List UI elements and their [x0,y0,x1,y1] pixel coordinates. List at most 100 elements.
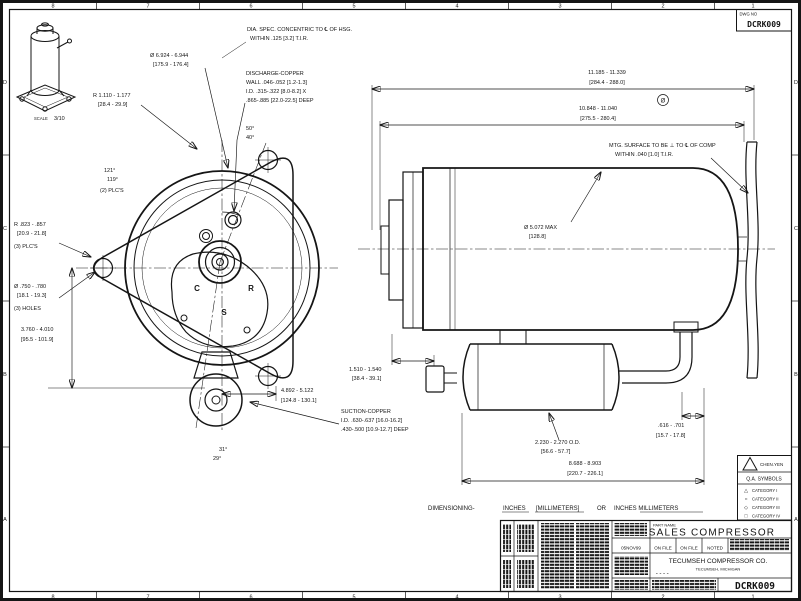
note-radius: R 1.110 - 1.177 [93,93,131,99]
note-suction: SUCTION-COPPER [341,409,391,415]
note-diameter: Ø 6.924 - 6.944 [150,53,188,59]
zone-ticks [3,3,798,598]
approver-name: CHEN.YEN [760,462,783,467]
zone-col-label: 4 [455,4,458,10]
iso-scale-value: 3/10 [54,116,65,122]
note-discharge: I.D. .315-.322 [8.0-8.2] X [246,89,307,95]
zone-row-label: C [3,226,7,232]
dash-field: ---- [655,571,669,578]
front-view: C S R DIA. SPEC. CONCENTRIC TO ℄ OF HS [14,27,409,462]
crankshaft-hub [198,240,242,284]
note-mtg-surface: MTG. SURFACE TO BE ⊥ TO ℄ OF COMP [609,142,716,149]
note-suction-loc: 1.510 - 1.540 [349,367,381,373]
zone-col-label: 1 [751,595,754,601]
note-dia-max: Ø 5.072 MAX [524,225,557,231]
note-tube: [15.7 - 17.8] [656,433,686,439]
qa-triangle-icon [742,456,758,471]
zone-col-label: 7 [146,4,149,10]
process-port [199,229,213,243]
accumulator-body [462,329,620,411]
terminal-letter-s: S [221,308,227,317]
note-holes: (3) HOLES [14,306,41,312]
fine-print [614,556,648,575]
tolerance-field: NOTED [707,546,724,551]
qa-category-symbol: □ [744,514,747,520]
qa-category-label: CATEGORY I [752,488,777,493]
zone-row-label: A [3,517,7,523]
note-holes: [18.1 - 19.3] [17,293,47,299]
cad-file-field: ON FILE [680,546,698,551]
zone-row-label: D [3,80,7,86]
zone-row-label: B [3,372,7,378]
inches-label: INCHES [503,506,526,512]
company-name: TECUMSEH COMPRESSOR CO. [669,558,768,565]
leader-corner-radius [58,242,91,257]
note-vertical-dim: [95.5 - 101.9] [21,337,54,343]
fine-print [730,539,789,551]
side-dimensions [372,85,754,485]
dimensioning-note: DIMENSIONING- INCHES [MILLIMETERS] OR IN… [428,506,703,513]
or-label: OR [597,506,607,512]
leader-concentric [221,41,247,59]
note-body-length: [275.5 - 280.4] [580,116,616,122]
title-block-grid [500,520,792,592]
note-horizontal-dim: 4.892 - 5.122 [281,388,313,394]
fine-print [517,524,534,552]
note-suction-loc: [38.4 - 39.1] [352,376,382,382]
note-vertical-dim: 3.760 - 4.010 [21,327,53,333]
zone-col-label: 5 [352,4,355,10]
mounting-plate-outline [93,157,294,379]
note-radius: [28.4 - 29.9] [98,102,128,108]
accumulator-clamp [499,329,527,345]
note-corner-radius: [20.9 - 21.8] [17,231,47,237]
front-dimensions [48,41,340,425]
pd-file-field: ON FILE [654,546,672,551]
note-angle-left: 119° [107,177,118,183]
zone-col-label: 3 [558,4,561,10]
note-overall-length: [284.4 - 288.0] [589,80,625,86]
qa-category-label: CATEGORY II [752,497,779,502]
leader-suction [250,402,340,425]
note-overall-length: 11.185 - 11.339 [588,70,626,76]
zone-row-label: A [794,517,798,523]
zone-col-label: 1 [751,4,754,10]
fine-print [614,580,648,590]
zone-row-label: C [794,226,798,232]
iso-mounting-base [15,84,77,112]
angle-arc [221,211,242,217]
fine-print [652,580,716,590]
iso-compressor-body [30,22,72,96]
part-name-label: PART NAME [653,523,676,528]
note-concentric: DIA. SPEC. CONCENTRIC TO ℄ OF HSG. [247,27,353,33]
inner-border [8,8,793,593]
qa-category-symbol: △ [744,488,748,494]
note-discharge: .865-.885 [22.0-22.5] DEEP [246,98,314,104]
note-angle-bottom: 29° [213,456,221,462]
zone-col-label: 8 [51,4,54,10]
zone-col-label: 2 [661,4,664,10]
shell-inner-circle-2 [141,187,303,349]
note-discharge: WALL .046-.052 [1.2-1.3] [246,80,308,86]
zone-col-label: 2 [661,595,664,601]
zone-col-label: 5 [352,595,355,601]
note-horizontal-dim: [124.8 - 130.1] [281,398,317,404]
dwg-no-value: DCRK009 [747,20,781,29]
zone-col-label: 6 [249,4,252,10]
millimeters-label: [MILLIMETERS] [536,506,580,512]
qa-category-label: CATEGORY IV [752,514,780,519]
compressor-shell-side [422,167,739,331]
note-discharge: DISCHARGE-COPPER [246,71,304,77]
note-angle-left: 121° [104,168,115,174]
note-suction: .430-.500 [10.9-12.7] DEEP [341,427,409,433]
qa-symbols-box: CHEN.YEN Q.A. SYMBOLS △ CATEGORY I ○ CAT… [737,455,792,521]
qa-category-symbol: ◇ [744,505,748,511]
note-acc-od: 2.230 - 2.270 O.D. [535,440,581,446]
leader-holes [58,272,95,299]
zone-col-label: 7 [146,595,149,601]
zone-col-label: 3 [558,595,561,601]
accumulator-tube [618,321,699,384]
dwg-no-box: DWG NO DCRK009 [736,9,792,32]
dwg-no-box-frame [736,9,792,32]
